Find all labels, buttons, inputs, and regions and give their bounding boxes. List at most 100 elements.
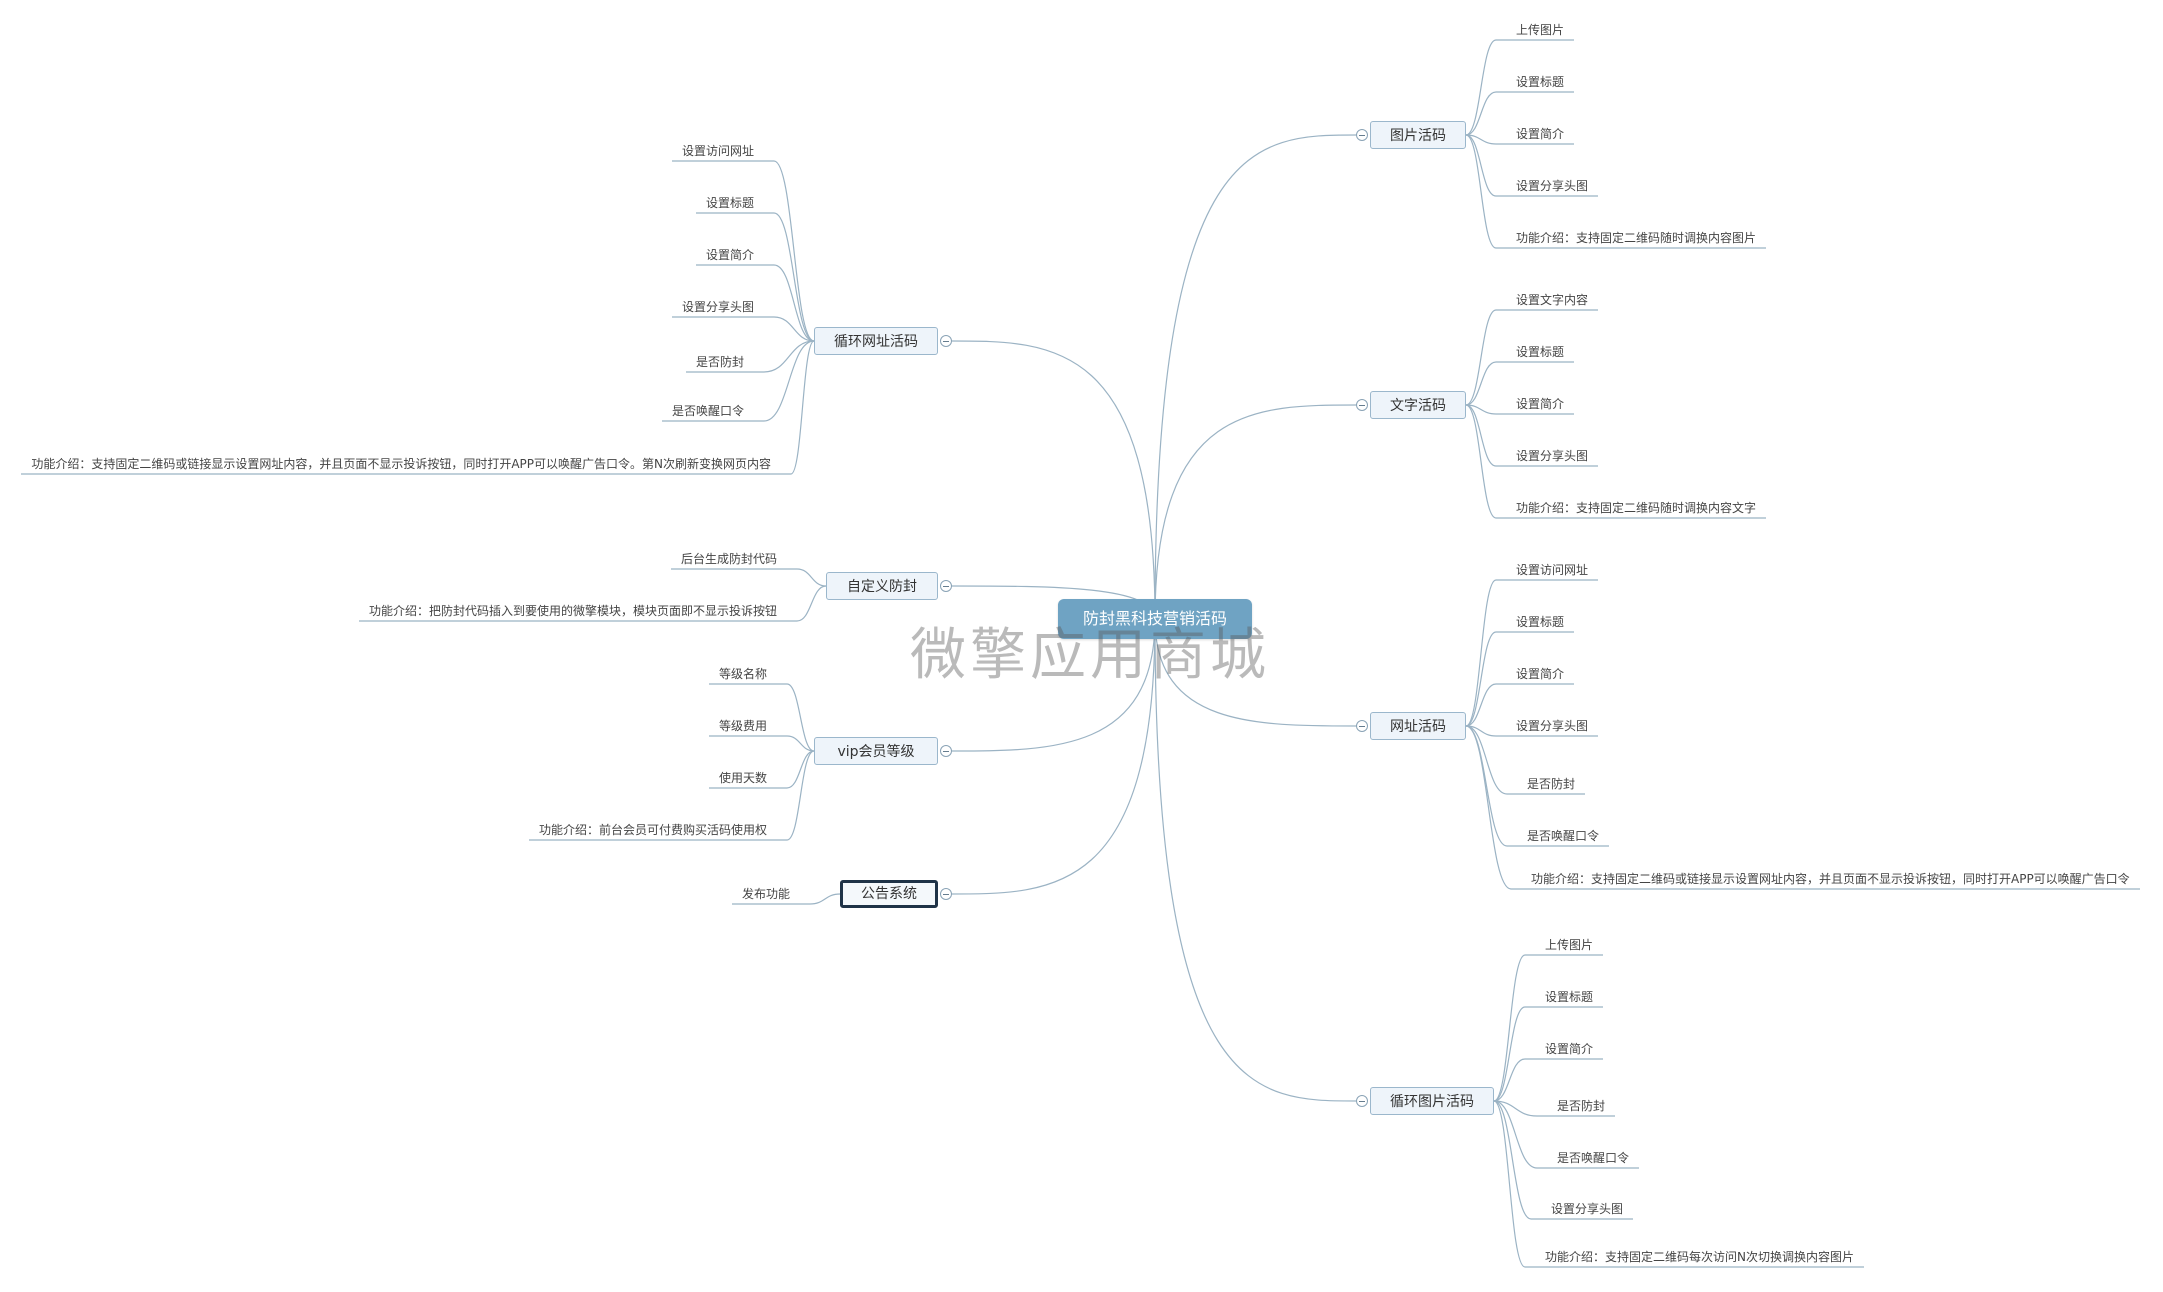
- connector-line: [1465, 579, 1598, 727]
- connector-line: [1493, 1100, 1615, 1117]
- leaf-topic[interactable]: 设置分享头图: [1516, 719, 1589, 733]
- connector-line: [671, 568, 827, 587]
- leaf-topic[interactable]: 设置标题: [1516, 345, 1565, 359]
- leaf-topic[interactable]: 设置简介: [1516, 667, 1565, 681]
- connector-line: [1493, 1058, 1603, 1102]
- connector-line: [732, 893, 841, 905]
- leaf-topic[interactable]: 功能介绍：把防封代码插入到要使用的微擎模块，模块页面即不显示投诉按钮: [368, 604, 777, 618]
- collapse-toggle-icon[interactable]: [940, 335, 952, 347]
- leaf-topic[interactable]: 设置简介: [1516, 397, 1565, 411]
- leaf-topic[interactable]: 上传图片: [1516, 23, 1565, 37]
- leaf-topic[interactable]: 设置标题: [1516, 75, 1565, 89]
- connector-line: [1493, 1100, 1639, 1169]
- leaf-topic[interactable]: 功能介绍：支持固定二维码或链接显示设置网址内容，并且页面不显示投诉按钮，同时打开…: [31, 457, 771, 471]
- branch-topic-wangzhi[interactable]: 网址活码: [1370, 712, 1466, 740]
- leaf-topic[interactable]: 是否防封: [1557, 1099, 1606, 1113]
- connector-line: [1465, 725, 1585, 795]
- connector-line: [1154, 134, 1357, 620]
- leaf-topic[interactable]: 等级费用: [718, 719, 767, 733]
- connector-line: [1465, 91, 1574, 136]
- connector-line: [1465, 631, 1574, 727]
- collapse-toggle-icon[interactable]: [940, 580, 952, 592]
- connector-line: [686, 340, 815, 373]
- connector-line: [672, 160, 815, 342]
- branch-topic-wenzi[interactable]: 文字活码: [1370, 391, 1466, 419]
- leaf-topic[interactable]: 功能介绍：支持固定二维码每次访问N次切换调换内容图片: [1545, 1250, 1854, 1264]
- connector-line: [951, 618, 1156, 752]
- connector-line: [1465, 134, 1574, 145]
- branch-topic-tupian[interactable]: 图片活码: [1370, 121, 1466, 149]
- collapse-toggle-icon[interactable]: [1356, 1095, 1368, 1107]
- connector-line: [21, 340, 815, 475]
- connector-line: [1465, 404, 1598, 467]
- leaf-topic[interactable]: 设置分享头图: [1516, 179, 1589, 193]
- leaf-topic[interactable]: 是否唤醒口令: [1557, 1151, 1630, 1165]
- connector-line: [1493, 954, 1603, 1102]
- branch-topic-zidingyi[interactable]: 自定义防封: [826, 572, 938, 600]
- branch-topic-xunhuanwangzhi[interactable]: 循环网址活码: [814, 327, 938, 355]
- collapse-toggle-icon[interactable]: [1356, 399, 1368, 411]
- leaf-topic[interactable]: 功能介绍：支持固定二维码随时调换内容文字: [1516, 501, 1757, 515]
- connector-line: [1465, 683, 1574, 727]
- connector-line: [951, 618, 1156, 895]
- connector-line: [1465, 361, 1574, 406]
- connector-line: [1154, 404, 1357, 620]
- collapse-toggle-icon[interactable]: [1356, 129, 1368, 141]
- connector-line: [1493, 1006, 1603, 1102]
- connector-line: [1493, 1100, 1864, 1268]
- connector-line: [1465, 309, 1598, 406]
- collapse-toggle-icon[interactable]: [1356, 720, 1368, 732]
- connector-line: [1465, 404, 1574, 415]
- collapse-toggle-icon[interactable]: [940, 888, 952, 900]
- leaf-topic[interactable]: 设置简介: [1516, 127, 1565, 141]
- leaf-topic[interactable]: 设置简介: [705, 248, 754, 262]
- branch-topic-vip[interactable]: vip会员等级: [814, 737, 938, 765]
- connector-line: [951, 340, 1156, 620]
- leaf-topic[interactable]: 使用天数: [718, 771, 767, 785]
- connector-line: [662, 340, 815, 422]
- branch-topic-gonggao[interactable]: 公告系统: [840, 880, 938, 908]
- leaf-topic[interactable]: 功能介绍：前台会员可付费购买活码使用权: [538, 823, 767, 837]
- connector-line: [709, 683, 815, 752]
- leaf-topic[interactable]: 设置分享头图: [1516, 449, 1589, 463]
- leaf-topic[interactable]: 设置标题: [1545, 990, 1594, 1004]
- leaf-topic[interactable]: 功能介绍：支持固定二维码或链接显示设置网址内容，并且页面不显示投诉按钮，同时打开…: [1531, 872, 2130, 886]
- connector-line: [696, 264, 815, 342]
- leaf-topic[interactable]: 设置文字内容: [1516, 293, 1589, 307]
- leaf-topic[interactable]: 设置分享头图: [681, 300, 754, 314]
- root-topic[interactable]: 防封黑科技营销活码: [1058, 599, 1252, 639]
- branch-topic-xunhuantupian[interactable]: 循环图片活码: [1370, 1087, 1494, 1115]
- collapse-toggle-icon[interactable]: [940, 745, 952, 757]
- connector-line: [672, 316, 815, 342]
- connector-line: [1154, 618, 1357, 1102]
- leaf-topic[interactable]: 设置标题: [1516, 615, 1565, 629]
- leaf-topic[interactable]: 后台生成防封代码: [680, 552, 777, 566]
- connector-line: [1465, 134, 1598, 197]
- connector-line: [359, 585, 827, 622]
- connector-line: [1154, 618, 1357, 727]
- leaf-topic[interactable]: 设置访问网址: [1516, 563, 1589, 577]
- connector-line: [1493, 1100, 1633, 1220]
- leaf-topic[interactable]: 是否唤醒口令: [671, 404, 744, 418]
- connector-line: [1465, 725, 1598, 737]
- leaf-topic[interactable]: 上传图片: [1545, 938, 1594, 952]
- leaf-topic[interactable]: 设置访问网址: [681, 144, 754, 158]
- watermark: 微擎应用商城: [910, 623, 1270, 688]
- leaf-topic[interactable]: 是否防封: [695, 355, 744, 369]
- leaf-topic[interactable]: 是否唤醒口令: [1527, 829, 1600, 843]
- connector-line: [709, 750, 815, 789]
- leaf-topic[interactable]: 等级名称: [718, 667, 767, 681]
- leaf-topic[interactable]: 设置分享头图: [1551, 1202, 1624, 1216]
- connector-line: [529, 750, 815, 841]
- leaf-topic[interactable]: 发布功能: [741, 887, 790, 901]
- connector-line: [1465, 39, 1574, 136]
- connector-line: [1465, 134, 1766, 249]
- leaf-topic[interactable]: 功能介绍：支持固定二维码随时调换内容图片: [1516, 231, 1757, 245]
- connector-line: [696, 212, 815, 342]
- connector-line: [1465, 404, 1766, 519]
- leaf-topic[interactable]: 设置简介: [1545, 1042, 1594, 1056]
- leaf-topic[interactable]: 是否防封: [1527, 777, 1576, 791]
- leaf-topic[interactable]: 设置标题: [705, 196, 754, 210]
